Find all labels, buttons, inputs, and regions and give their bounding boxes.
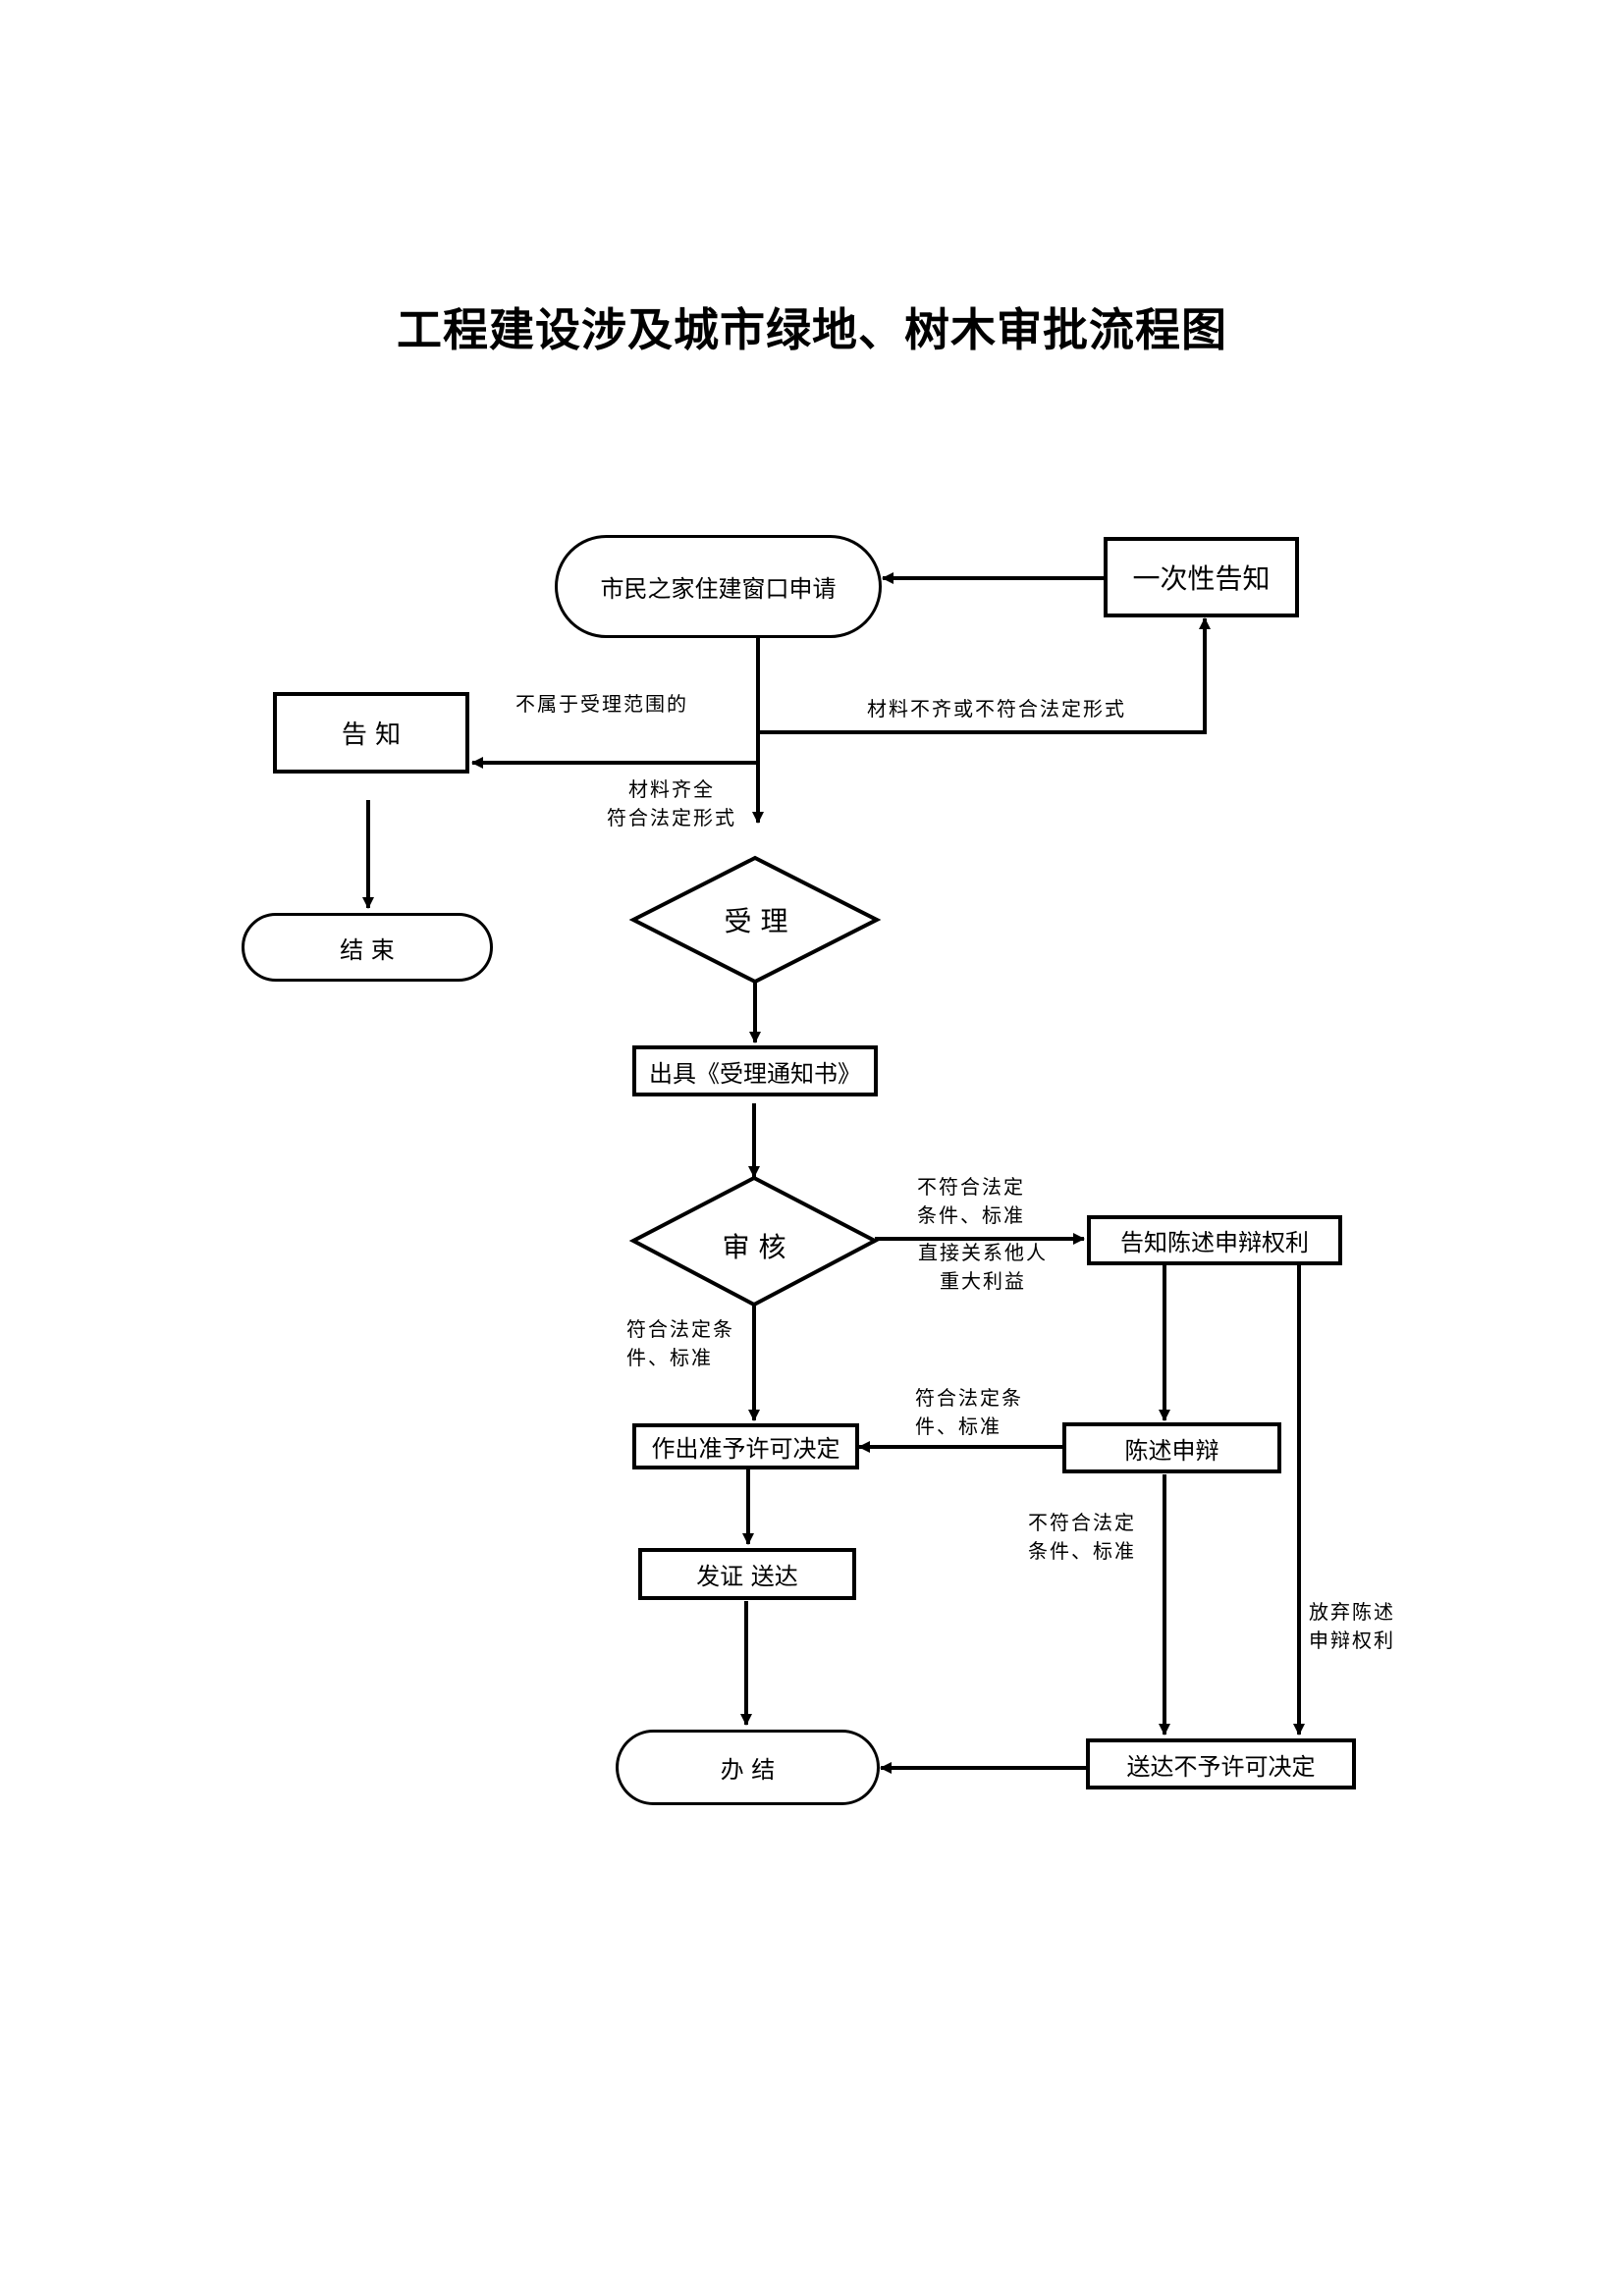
label-plead-fail-line1: 不符合法定 <box>1028 1511 1136 1534</box>
apply-node: 市民之家住建窗口申请 <box>555 535 882 638</box>
label-waive-line2: 申辩权利 <box>1309 1629 1395 1652</box>
label-review-pass: 符合法定条 件、标准 <box>626 1315 734 1372</box>
finish-node: 办 结 <box>616 1730 880 1805</box>
review-decision-label: 审 核 <box>722 1231 786 1263</box>
label-plead-pass: 符合法定条 件、标准 <box>915 1384 1023 1441</box>
label-third-party-line2: 重大利益 <box>940 1269 1026 1293</box>
issue-notice-node: 出具《受理通知书》 <box>632 1045 878 1096</box>
label-review-fail-line1: 不符合法定 <box>917 1175 1025 1199</box>
label-waive: 放弃陈述 申辩权利 <box>1309 1598 1395 1655</box>
grant-node: 作出准予许可决定 <box>632 1423 859 1469</box>
inform-node: 告 知 <box>273 692 469 774</box>
accept-decision-label: 受 理 <box>724 905 788 937</box>
label-review-pass-line1: 符合法定条 <box>626 1317 734 1341</box>
label-waive-line1: 放弃陈述 <box>1309 1600 1395 1624</box>
label-review-fail: 不符合法定 条件、标准 <box>917 1173 1025 1230</box>
label-plead-fail: 不符合法定 条件、标准 <box>1028 1509 1136 1566</box>
label-review-fail-line2: 条件、标准 <box>917 1203 1025 1227</box>
accept-diamond <box>628 855 882 985</box>
label-plead-fail-line2: 条件、标准 <box>1028 1539 1136 1563</box>
label-review-pass-line2: 件、标准 <box>626 1346 713 1369</box>
label-third-party-line1: 直接关系他人 <box>918 1241 1048 1264</box>
certificate-node: 发证 送达 <box>638 1548 856 1600</box>
page-title: 工程建设涉及城市绿地、树木审批流程图 <box>397 303 1227 356</box>
arrow-to-notify-once <box>758 617 1211 734</box>
label-complete-line2: 符合法定形式 <box>607 806 736 829</box>
label-third-party: 直接关系他人 重大利益 <box>918 1239 1048 1296</box>
label-plead-pass-line2: 件、标准 <box>915 1415 1001 1438</box>
label-plead-pass-line1: 符合法定条 <box>915 1386 1023 1410</box>
label-incomplete: 材料不齐或不符合法定形式 <box>867 697 1126 721</box>
notify-once-node: 一次性告知 <box>1104 537 1299 617</box>
deny-node: 送达不予许可决定 <box>1086 1738 1356 1789</box>
end-node: 结 束 <box>242 913 493 982</box>
label-complete: 材料齐全 符合法定形式 <box>607 775 736 832</box>
inform-rights-node: 告知陈述申辩权利 <box>1087 1215 1342 1265</box>
label-complete-line1: 材料齐全 <box>628 777 715 801</box>
label-not-in-scope: 不属于受理范围的 <box>515 692 688 716</box>
plead-node: 陈述申辩 <box>1062 1422 1281 1473</box>
